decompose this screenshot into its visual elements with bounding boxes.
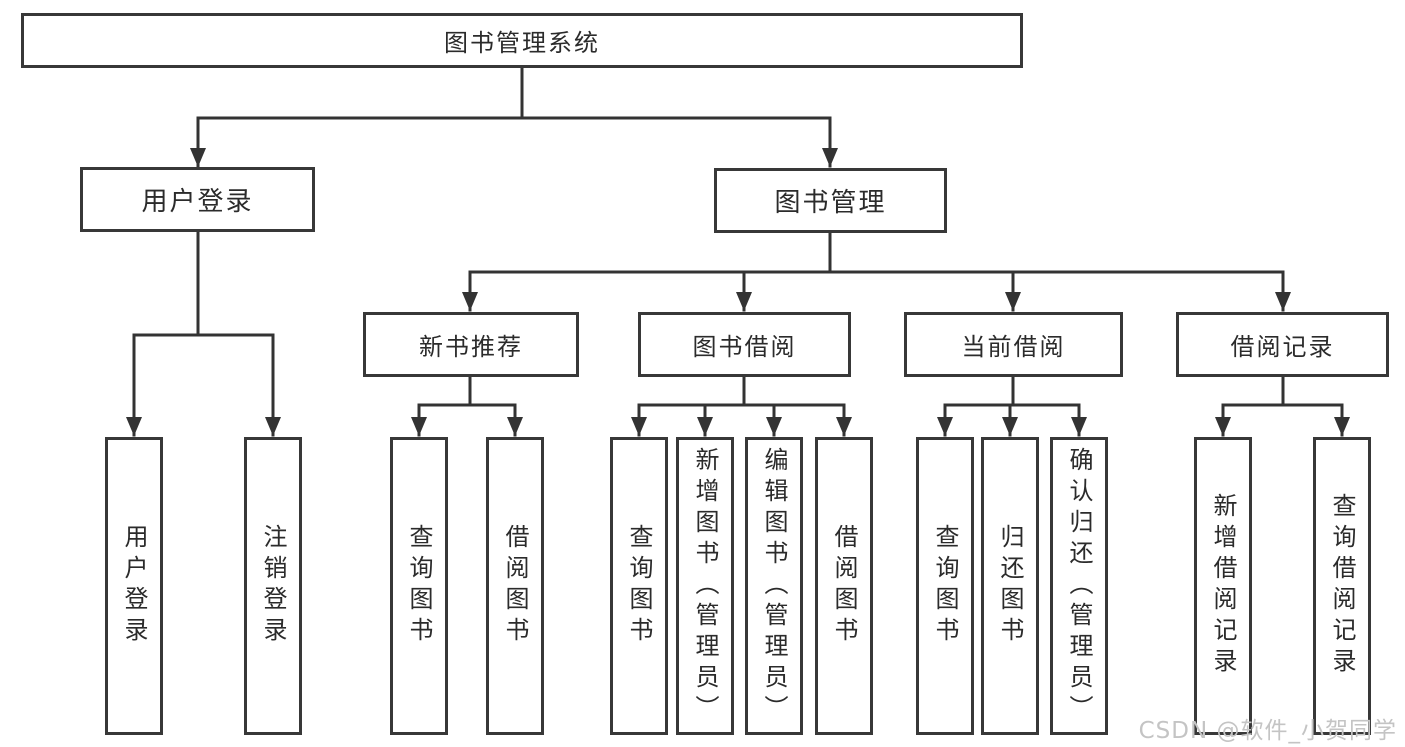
- edges-book-management-children: [462, 231, 1291, 312]
- leaf-return-books: 归还图书: [981, 437, 1039, 735]
- leaf-confirm-return-admin: 确认归还（管理员）: [1050, 437, 1108, 735]
- node-user-login: 用户登录: [80, 167, 315, 232]
- edges-user-login-children: [126, 230, 281, 437]
- leaf-query-books-newrec-label: 查询图书: [405, 524, 433, 648]
- leaf-add-books-admin: 新增图书（管理员）: [676, 437, 734, 735]
- leaf-add-borrow-record: 新增借阅记录: [1194, 437, 1252, 735]
- edges-new-book-recommend-children: [411, 375, 523, 437]
- leaf-query-books-current-label: 查询图书: [931, 524, 959, 648]
- leaf-borrow-books-newrec: 借阅图书: [486, 437, 544, 735]
- leaf-user-login-label: 用户登录: [120, 524, 148, 648]
- leaf-query-books-newrec: 查询图书: [390, 437, 448, 735]
- leaf-query-borrow-record: 查询借阅记录: [1313, 437, 1371, 735]
- leaf-edit-books-admin: 编辑图书（管理员）: [745, 437, 803, 735]
- leaf-user-login: 用户登录: [105, 437, 163, 735]
- csdn-watermark: CSDN @软件_小贺同学: [1138, 718, 1397, 744]
- leaf-query-books-current: 查询图书: [916, 437, 974, 735]
- leaf-query-borrow-record-label: 查询借阅记录: [1328, 493, 1356, 679]
- edges-root-to-level2: [190, 66, 838, 168]
- node-library-management-system: 图书管理系统: [21, 13, 1023, 68]
- leaf-add-books-admin-label: 新增图书（管理员）: [691, 446, 719, 726]
- leaf-return-books-label: 归还图书: [996, 524, 1024, 648]
- node-book-borrowing: 图书借阅: [638, 312, 851, 377]
- leaf-edit-books-admin-label: 编辑图书（管理员）: [760, 446, 788, 726]
- node-borrowing-records: 借阅记录: [1176, 312, 1389, 377]
- edges-current-borrowing-children: [937, 375, 1087, 437]
- node-book-management: 图书管理: [714, 168, 947, 233]
- node-new-book-recommend: 新书推荐: [363, 312, 579, 377]
- leaf-query-books-borrowing: 查询图书: [610, 437, 668, 735]
- leaf-confirm-return-admin-label: 确认归还（管理员）: [1065, 446, 1093, 726]
- leaf-logout-label: 注销登录: [259, 524, 287, 648]
- edges-book-borrowing-children: [631, 375, 852, 437]
- leaf-query-books-borrowing-label: 查询图书: [625, 524, 653, 648]
- node-current-borrowing: 当前借阅: [904, 312, 1123, 377]
- leaf-borrow-books-borrowing-label: 借阅图书: [830, 524, 858, 648]
- leaf-logout: 注销登录: [244, 437, 302, 735]
- leaf-borrow-books-newrec-label: 借阅图书: [501, 524, 529, 648]
- leaf-borrow-books-borrowing: 借阅图书: [815, 437, 873, 735]
- edges-borrowing-records-children: [1215, 375, 1350, 437]
- leaf-add-borrow-record-label: 新增借阅记录: [1209, 493, 1237, 679]
